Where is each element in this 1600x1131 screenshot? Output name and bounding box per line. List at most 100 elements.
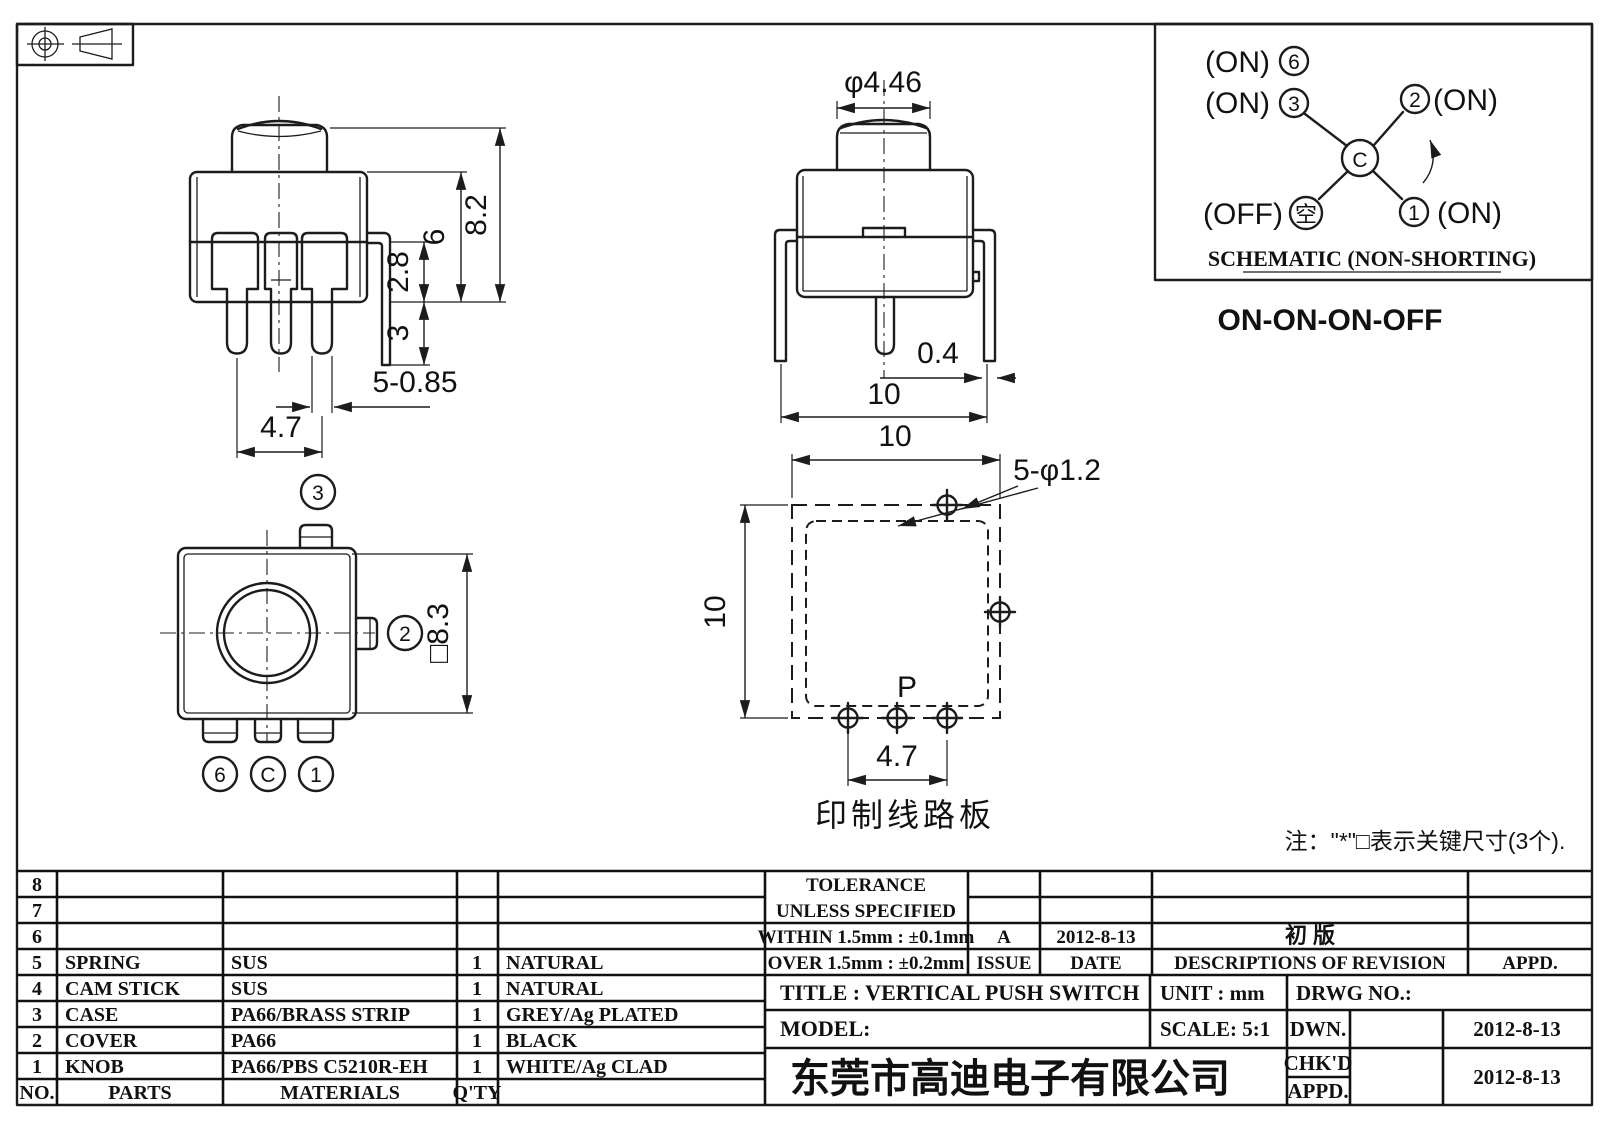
dim-total-height: 8.2 [460, 194, 493, 236]
parts-table: 8 7 6 5 SPRING SUS 1 NATURAL 4 CAM STICK… [20, 874, 679, 1104]
revision-value: 初 版 [1285, 923, 1335, 948]
title-block: TOLERANCE UNLESS SPECIFIED WITHIN 1.5mm … [758, 875, 1561, 1103]
row-part: CASE [65, 1004, 118, 1026]
table-grid [17, 869, 1592, 1105]
dim-body-height: 6 [418, 229, 451, 246]
tolerance-over: OVER 1.5mm : ±0.2mm [768, 953, 965, 974]
appd-label: APPD. [1502, 953, 1557, 974]
tolerance-within: WITHIN 1.5mm : ±0.1mm [758, 927, 975, 948]
pcb-outline [791, 504, 1001, 719]
body-outline [188, 170, 369, 304]
dim-pin-thickness: 5-0.85 [372, 366, 457, 399]
switch-function: ON-ON-ON-OFF [1218, 304, 1443, 337]
dim-knob-dia: φ4.46 [844, 66, 922, 99]
row-material: SUS [231, 978, 268, 1000]
pin6-state: (ON) [1205, 46, 1270, 79]
header-qty: Q'TY [453, 1082, 502, 1104]
pin2-label: 2 [1409, 89, 1421, 112]
rotation-arrow [1422, 139, 1442, 184]
row-no: 1 [32, 1056, 42, 1078]
common-label: C [1352, 149, 1367, 172]
row-part: SPRING [65, 952, 141, 974]
pin-center [874, 295, 896, 356]
row-no: 5 [32, 952, 42, 974]
row-qty: 1 [472, 1004, 482, 1026]
off-state: (OFF) [1203, 198, 1283, 231]
knob-outline [835, 122, 932, 172]
hole-bottom-left [831, 701, 865, 735]
off-pin-label: 空 [1295, 202, 1317, 227]
row-finish: WHITE/Ag CLAD [506, 1056, 668, 1078]
row-finish: NATURAL [506, 978, 603, 1000]
dim-leg-thickness: 0.4 [917, 337, 959, 370]
tab-top [298, 523, 334, 550]
pin-label-6: 6 [214, 764, 226, 787]
dim-pcb-pitch: 4.7 [876, 740, 918, 773]
row-no: 7 [32, 900, 42, 922]
point-p: P [897, 671, 917, 704]
side-view: φ4.46 0.4 10 [773, 66, 1016, 423]
header-materials: MATERIALS [280, 1082, 400, 1104]
pcb-caption: 印制线路板 [815, 797, 995, 833]
row-qty: 1 [472, 952, 482, 974]
hole-bottom-right [930, 701, 964, 735]
pin-label-c: C [260, 764, 275, 787]
dim-width: 10 [867, 378, 900, 411]
knob-cap [839, 118, 928, 130]
revision-label: DESCRIPTIONS OF REVISION [1174, 953, 1446, 974]
tab-bottom-center [253, 717, 283, 744]
pin-label-1: 1 [310, 764, 322, 787]
tolerance-line2: UNLESS SPECIFIED [776, 901, 956, 922]
body-outline [795, 168, 975, 299]
chkd-label: CHK'D [1284, 1051, 1353, 1075]
bracket [365, 231, 392, 367]
hole-top [930, 488, 964, 522]
row-finish: NATURAL [506, 952, 603, 974]
model-label: MODEL: [780, 1016, 870, 1041]
dim-holes: 5-φ1.2 [1013, 454, 1101, 487]
pin-label-3: 3 [312, 482, 324, 505]
dwn-label: DWN. [1290, 1017, 1347, 1041]
scale-value: SCALE: 5:1 [1160, 1017, 1270, 1041]
tab-right [354, 616, 379, 651]
pin-label-2: 2 [399, 623, 411, 646]
row-part: CAM STICK [65, 978, 180, 1000]
pin2-state: (ON) [1433, 84, 1498, 117]
appd2-label: APPD. [1287, 1079, 1348, 1103]
pin-right [300, 231, 349, 355]
row-material: PA66 [231, 1030, 276, 1052]
issue-value: A [997, 927, 1011, 948]
drwg-no-label: DRWG NO.: [1296, 981, 1412, 1005]
row-qty: 1 [472, 1056, 482, 1078]
front-view: 8.2 6 2.8 3 5-0.85 4.7 [188, 96, 506, 458]
tab-bottom-right [296, 717, 335, 744]
row-material: PA66/BRASS STRIP [231, 1004, 410, 1026]
hole-right [983, 595, 1017, 629]
pin6-label: 6 [1288, 51, 1300, 74]
unit-value: UNIT : mm [1160, 981, 1265, 1005]
dim-pcb-width: 10 [878, 420, 911, 453]
projection-symbol [15, 22, 135, 67]
company-name: 东莞市高迪电子有限公司 [790, 1057, 1230, 1101]
dim-pin-pitch: 4.7 [260, 411, 302, 444]
header-no: NO. [20, 1082, 55, 1104]
row-part: COVER [65, 1030, 138, 1052]
key-dimension-note: 注："*"□表示关键尺寸(3个). [1285, 828, 1566, 854]
knob-outline [230, 123, 329, 173]
title-value: TITLE : VERTICAL PUSH SWITCH [780, 980, 1139, 1005]
row-no: 4 [32, 978, 42, 1000]
schematic-box [1153, 22, 1594, 282]
pcb-view: 10 5-φ1.2 10 P 4.7 印制线路板 [699, 420, 1101, 833]
row-no: 6 [32, 926, 42, 948]
page-border [15, 22, 1594, 1107]
row-no: 2 [32, 1030, 42, 1052]
hole-bottom-center [880, 701, 914, 735]
cone-icon [79, 28, 113, 60]
schematic-caption: SCHEMATIC (NON-SHORTING) [1208, 246, 1536, 271]
dim-pcb-height: 10 [699, 595, 732, 628]
pin1-label: 1 [1408, 202, 1420, 225]
pin-left [210, 231, 260, 355]
issue-date: 2012-8-13 [1056, 927, 1135, 948]
tolerance-line1: TOLERANCE [806, 875, 926, 896]
